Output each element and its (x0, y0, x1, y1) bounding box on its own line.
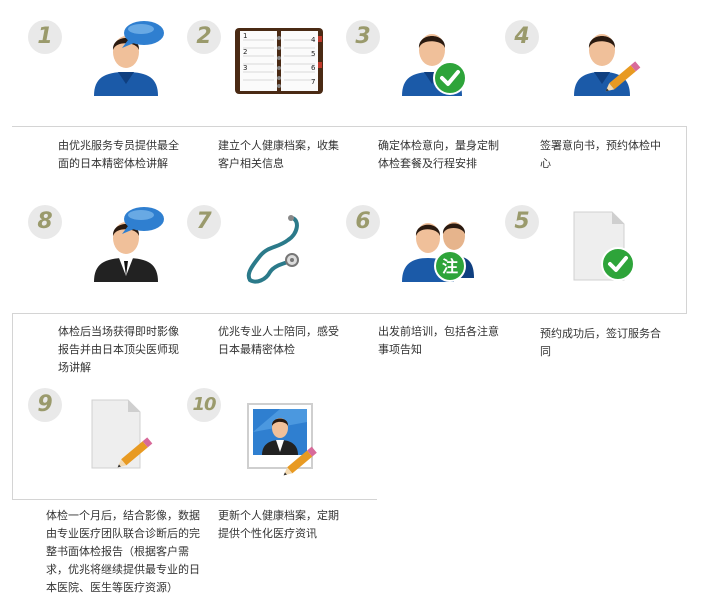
step-number-badge: 9 (28, 388, 62, 422)
document-check-icon (568, 206, 648, 286)
connector-line (12, 126, 686, 127)
book-number: 5 (311, 50, 315, 58)
step-description: 出发前培训，包括各注意事项告知 (378, 326, 499, 356)
stethoscope-icon (236, 210, 306, 286)
planner-book-icon: 1 2 3 4 5 6 7 (234, 22, 324, 98)
book-number: 1 (243, 32, 247, 40)
step-number-badge: 7 (187, 205, 221, 239)
step-description: 优兆专业人士陪同，感受日本最精密体检 (218, 326, 339, 356)
step-number-badge: 2 (187, 20, 221, 54)
step-description: 建立个人健康档案，收集客户相关信息 (218, 140, 339, 170)
book-number: 4 (311, 36, 316, 44)
book-number: 7 (311, 78, 315, 86)
step-number-badge: 1 (28, 20, 62, 54)
step-description: 预约成功后，签订服务合同 (540, 328, 661, 358)
user-check-icon (396, 18, 476, 98)
notice-badge-char: 注 (442, 257, 458, 276)
step-description: 体检一个月后，结合影像，数据由专业医疗团队联合诊断后的完整书面体检报告（根据客户… (46, 510, 200, 594)
step-description: 确定体检意向，量身定制体检套餐及行程安排 (378, 140, 499, 170)
connector-line (12, 499, 377, 500)
step-number-badge: 4 (505, 20, 539, 54)
step-number-badge: 10 (187, 388, 221, 422)
step-number-badge: 6 (346, 205, 380, 239)
step-description: 签署意向书，预约体检中心 (540, 140, 661, 170)
doctor-speech-icon (88, 204, 168, 284)
connector-line (686, 126, 687, 314)
user-pencil-icon (570, 18, 650, 98)
document-pencil-icon (88, 396, 168, 476)
step-description: 由优兆服务专员提供最全面的日本精密体检讲解 (58, 140, 179, 170)
book-number: 3 (243, 64, 247, 72)
connector-line (12, 313, 13, 500)
step-number-badge: 3 (346, 20, 380, 54)
book-number: 2 (243, 48, 247, 56)
step-description: 更新个人健康档案，定期提供个性化医疗资讯 (218, 510, 339, 540)
step-description: 体检后当场获得即时影像报告并由日本顶尖医师现场讲解 (58, 326, 179, 374)
profile-photo-pencil-icon (246, 402, 326, 482)
step-number-badge: 5 (505, 205, 539, 239)
connector-line (12, 313, 687, 314)
step-number-badge: 8 (28, 205, 62, 239)
group-notice-icon: 注 (398, 204, 478, 284)
book-number: 6 (311, 64, 316, 72)
consultant-speech-icon (88, 18, 168, 98)
